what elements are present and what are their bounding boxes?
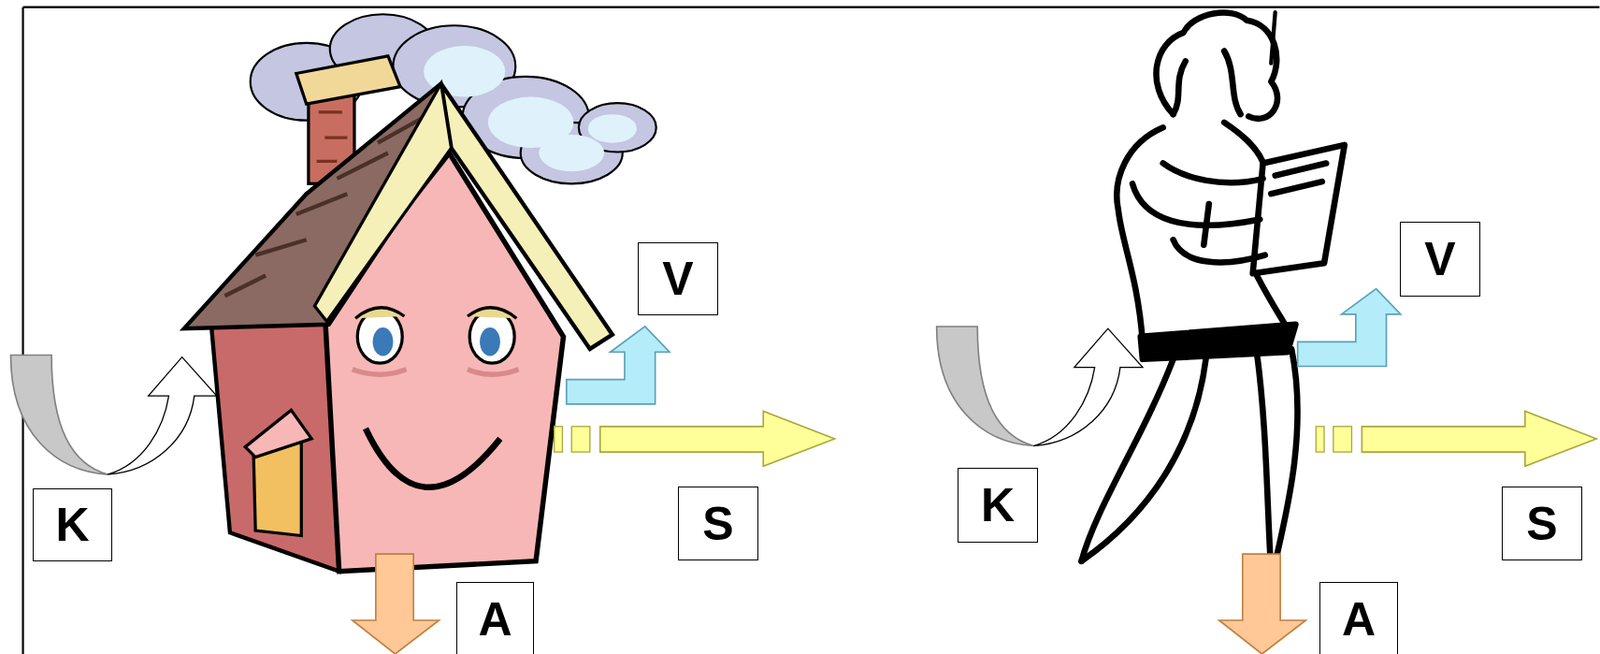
letter-box: K — [32, 488, 113, 562]
letter-label: V — [1424, 235, 1456, 283]
letter-label: K — [980, 481, 1015, 529]
letter-label: A — [1341, 595, 1376, 643]
letter-label: S — [1526, 500, 1557, 548]
letter-label: V — [662, 255, 693, 303]
letter-box: A — [456, 581, 534, 654]
letter-label: S — [702, 500, 734, 548]
letter-box: S — [677, 486, 759, 561]
letter-label: A — [477, 595, 512, 643]
letter-box: K — [957, 467, 1038, 543]
letter-box: S — [1501, 486, 1583, 561]
letter-label: K — [55, 501, 89, 548]
letter-box: V — [637, 242, 719, 316]
letter-box: V — [1399, 221, 1481, 297]
letter-box: A — [1319, 581, 1399, 654]
